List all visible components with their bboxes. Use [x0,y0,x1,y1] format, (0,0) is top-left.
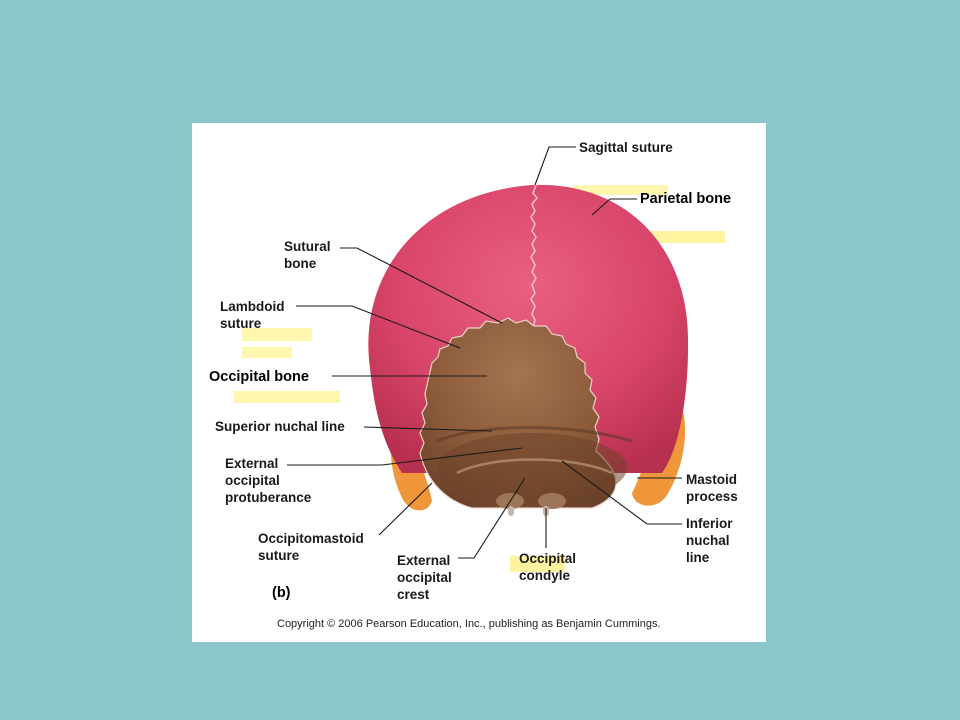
leader-line [378,482,433,536]
leader-line [534,146,576,186]
label-lambdoid-suture: Lambdoid suture [220,299,285,331]
leader-line [287,447,523,466]
panel-letter: (b) [272,585,291,601]
highlight-mark [510,556,565,572]
highlight-mark [234,391,340,403]
label-parietal-bone: Parietal bone [640,191,732,207]
leader-lines [287,146,682,559]
occipital-lower-area [437,433,627,503]
occipital-condyle-right [538,493,566,509]
leader-line [561,460,682,525]
label-occipital-condyle: Occipital condyle [519,551,577,583]
inferior-nuchal-ridge [456,458,613,475]
sagittal-suture-line [530,184,538,329]
label-sutural-bone: Sutural bone [284,239,331,271]
condyle-peg [508,506,514,516]
label-occipitomastoid-suture: Occipitomastoid suture [258,531,364,563]
label-mastoid-process: Mastoid process [686,472,738,504]
label-occipital-bone: Occipital bone [209,369,309,385]
label-external-occipital-protuberance: External occipital protuberance [225,456,312,505]
leader-line [363,426,493,432]
leader-line [458,477,526,559]
diagram-panel: Sagittal suture Parietal bone Sutural bo… [192,123,766,642]
highlight-mark [242,328,312,341]
label-sagittal-suture: Sagittal suture [579,140,673,155]
label-external-occipital-crest: External occipital crest [397,553,452,602]
label-superior-nuchal-line: Superior nuchal line [215,419,345,434]
leader-line [296,305,461,349]
copyright-notice: Copyright © 2006 Pearson Education, Inc.… [277,618,661,630]
highlight-marks [234,185,725,572]
superior-nuchal-ridge [436,426,633,443]
leader-line [591,198,637,216]
skull-posterior-view [234,146,725,572]
highlight-mark [573,185,668,195]
label-inferior-nuchal-line: Inferior nuchal line [686,516,733,565]
leader-line [340,247,503,324]
highlight-mark [242,347,292,358]
